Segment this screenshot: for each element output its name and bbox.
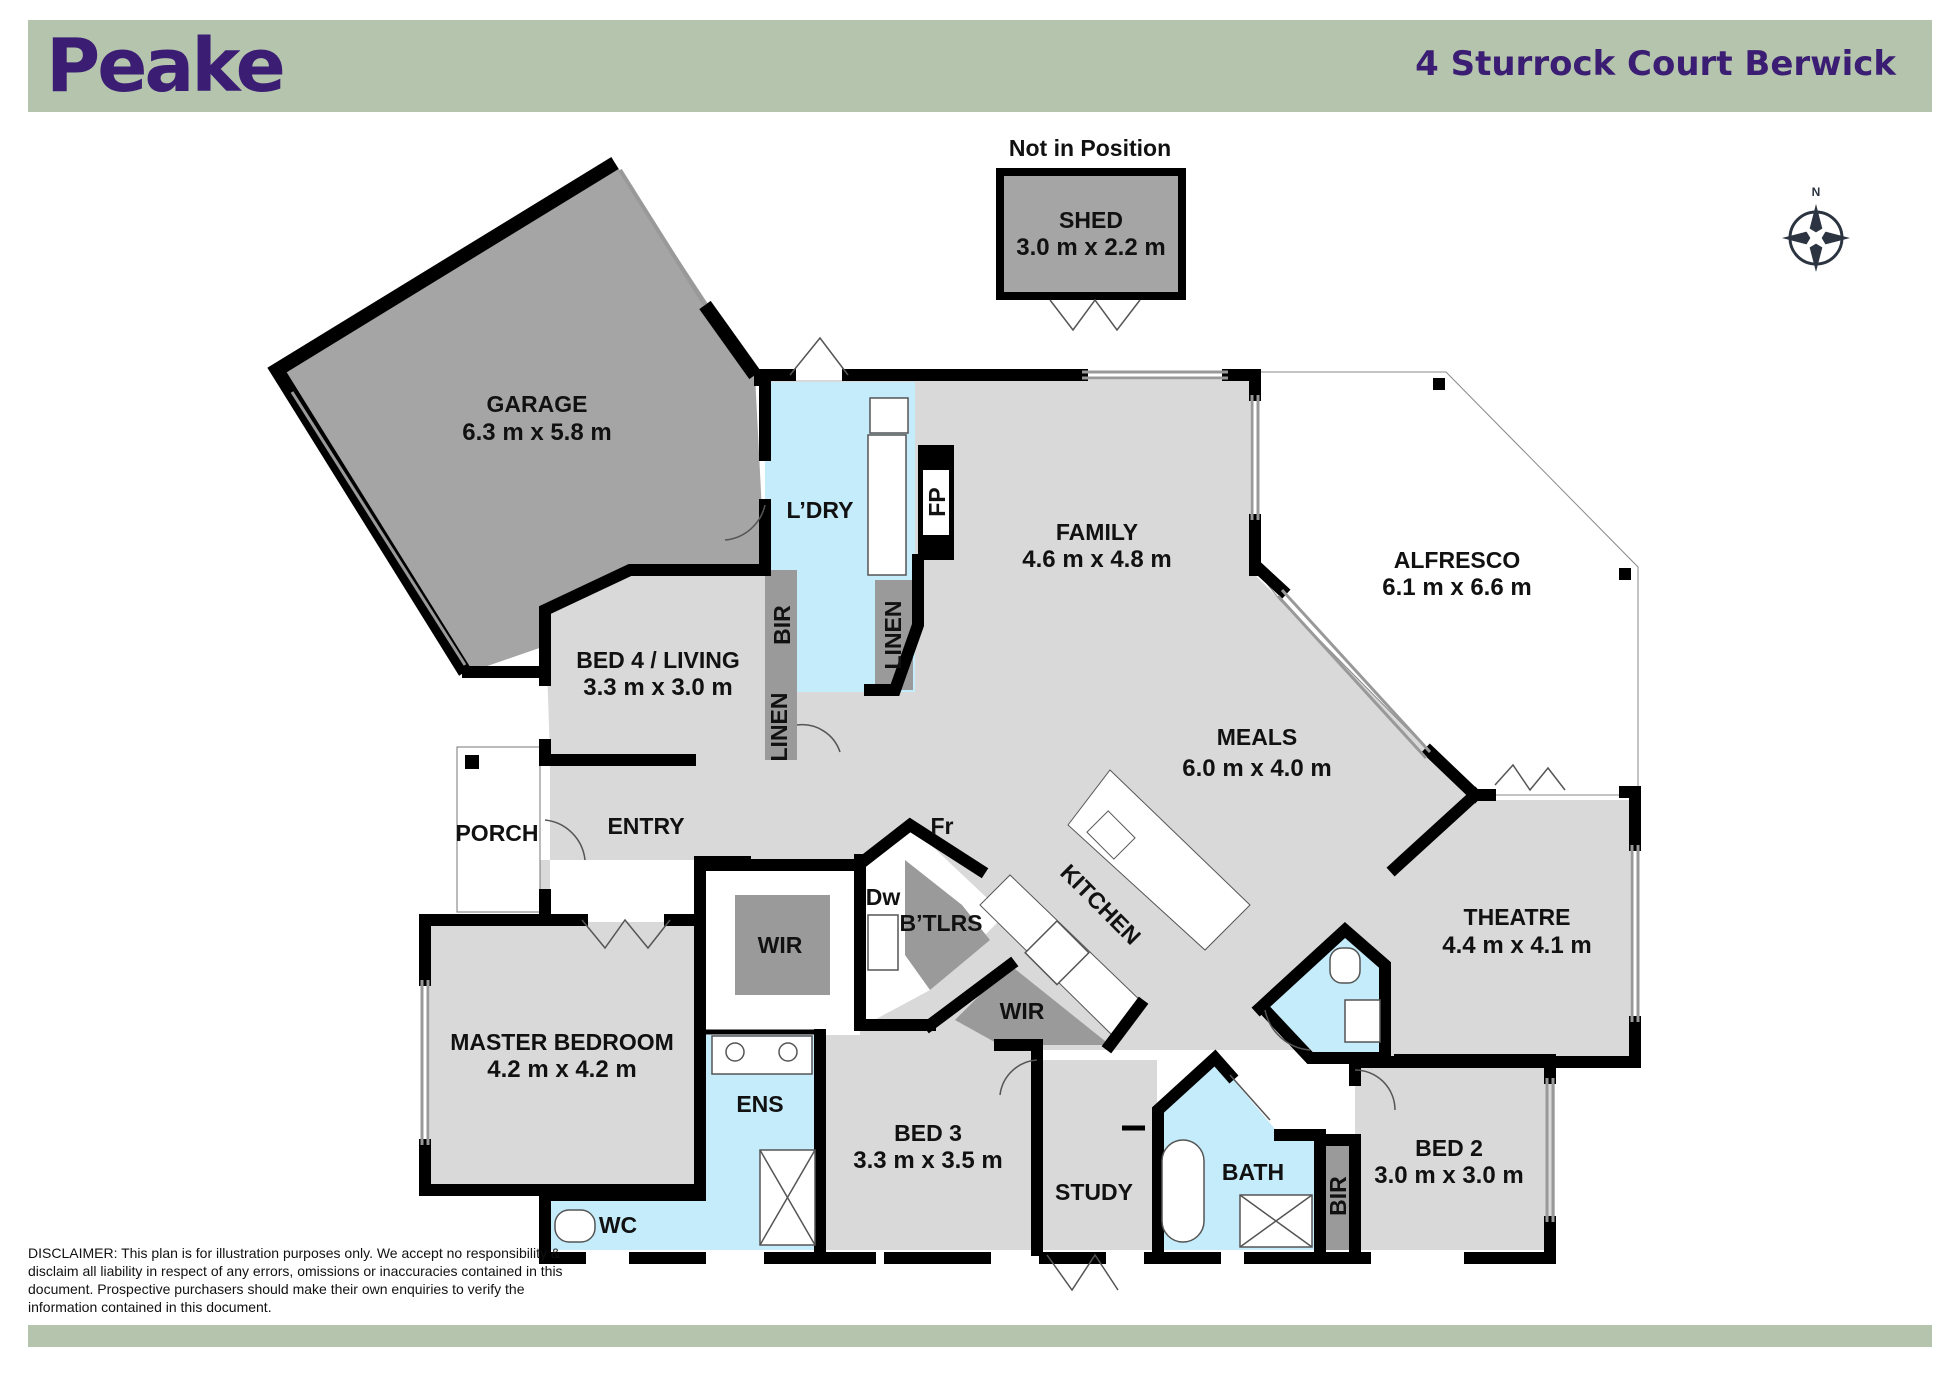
fixtures bbox=[554, 397, 1381, 1248]
bed2-floor bbox=[1355, 1065, 1555, 1250]
study-floor bbox=[1037, 1060, 1157, 1250]
wir-bed3-floor bbox=[955, 965, 1110, 1045]
master-bedroom-floor bbox=[430, 922, 700, 1190]
dim-bed2: 3.0 m x 3.0 m bbox=[1374, 1162, 1523, 1189]
doors bbox=[544, 336, 1566, 1292]
powder-toilet bbox=[1329, 947, 1361, 984]
label-study: STUDY bbox=[1055, 1179, 1133, 1205]
label-linen-1: LINEN bbox=[880, 601, 906, 670]
bir-bed4-floor bbox=[765, 570, 797, 692]
garage-window bbox=[618, 168, 707, 307]
label-ens: ENS bbox=[736, 1091, 783, 1117]
dim-family: 4.6 m x 4.8 m bbox=[1022, 546, 1171, 573]
butlers-robe bbox=[905, 860, 990, 990]
brand-logo: Peake bbox=[46, 23, 286, 109]
dim-meals: 6.0 m x 4.0 m bbox=[1182, 755, 1331, 782]
footer-band bbox=[28, 1325, 1932, 1347]
label-garage: GARAGE bbox=[487, 391, 588, 417]
laundry-bench bbox=[867, 434, 907, 576]
shed-note: Not in Position bbox=[1009, 135, 1171, 161]
porch-floor bbox=[456, 746, 541, 913]
porch-post bbox=[465, 755, 479, 769]
label-bed2: BED 2 bbox=[1415, 1135, 1483, 1161]
label-linen-2: LINEN bbox=[766, 693, 792, 762]
label-fr: Fr bbox=[931, 813, 954, 839]
thin-walls bbox=[553, 757, 1145, 1250]
label-bir-bed2: BIR bbox=[1325, 1176, 1351, 1216]
label-alfresco: ALFRESCO bbox=[1394, 547, 1521, 573]
property-address: 4 Sturrock Court Berwick bbox=[1415, 44, 1896, 84]
compass-icon: N bbox=[1782, 185, 1850, 272]
garage-floor bbox=[277, 163, 765, 672]
cooktop bbox=[1024, 919, 1090, 986]
dim-alfresco: 6.1 m x 6.6 m bbox=[1382, 574, 1531, 601]
wc-toilet bbox=[554, 1209, 596, 1243]
post-1 bbox=[1433, 378, 1445, 390]
label-master: MASTER BEDROOM bbox=[450, 1029, 674, 1055]
label-wc: WC bbox=[599, 1212, 637, 1238]
disclaimer-text: DISCLAIMER: This plan is for illustratio… bbox=[28, 1245, 563, 1315]
fireplace-inner bbox=[923, 470, 949, 535]
dim-master: 4.2 m x 4.2 m bbox=[487, 1056, 636, 1083]
kitchen-island bbox=[1067, 769, 1251, 951]
label-bir-bed4: BIR bbox=[769, 605, 795, 645]
header-band: Peake 4 Sturrock Court Berwick bbox=[28, 20, 1932, 112]
basin-2 bbox=[778, 1042, 798, 1062]
wir-master-robe bbox=[735, 895, 830, 995]
label-bed3: BED 3 bbox=[894, 1120, 962, 1146]
label-porch: PORCH bbox=[455, 820, 538, 846]
shed-doors bbox=[1049, 298, 1141, 332]
label-laundry: L’DRY bbox=[787, 497, 854, 523]
label-family: FAMILY bbox=[1056, 519, 1138, 545]
dim-theatre: 4.4 m x 4.1 m bbox=[1442, 932, 1591, 959]
compass-north: N bbox=[1812, 185, 1821, 199]
basin-1 bbox=[725, 1042, 745, 1062]
garage-wall-2 bbox=[699, 300, 761, 380]
label-bath: BATH bbox=[1222, 1159, 1284, 1185]
label-bed4: BED 4 / LIVING bbox=[576, 647, 740, 673]
label-entry: ENTRY bbox=[607, 813, 684, 839]
powder-basin bbox=[1344, 999, 1381, 1043]
shed bbox=[996, 168, 1186, 300]
label-meals: MEALS bbox=[1217, 724, 1298, 750]
bed3-floor bbox=[822, 1035, 1037, 1250]
linen2-floor bbox=[765, 692, 797, 760]
island-sink bbox=[1086, 810, 1136, 860]
butlers-sink bbox=[867, 914, 899, 971]
garage-wall bbox=[267, 157, 619, 676]
label-shed: SHED bbox=[1059, 207, 1123, 233]
label-theatre: THEATRE bbox=[1464, 904, 1571, 930]
label-fp: FP bbox=[924, 487, 950, 516]
label-wir-bed3: WIR bbox=[1000, 998, 1045, 1024]
label-wir-master: WIR bbox=[758, 932, 803, 958]
dim-shed: 3.0 m x 2.2 m bbox=[1016, 234, 1165, 261]
dim-garage: 6.3 m x 5.8 m bbox=[462, 419, 611, 446]
windows bbox=[290, 370, 1640, 1222]
post-2 bbox=[1619, 568, 1631, 580]
laundry-tub bbox=[869, 397, 909, 434]
label-dw: Dw bbox=[866, 884, 901, 910]
bathtub bbox=[1161, 1139, 1205, 1243]
dim-bed3: 3.3 m x 3.5 m bbox=[853, 1147, 1002, 1174]
label-butlers: B’TLRS bbox=[899, 910, 982, 936]
dim-bed4: 3.3 m x 3.0 m bbox=[583, 674, 732, 701]
